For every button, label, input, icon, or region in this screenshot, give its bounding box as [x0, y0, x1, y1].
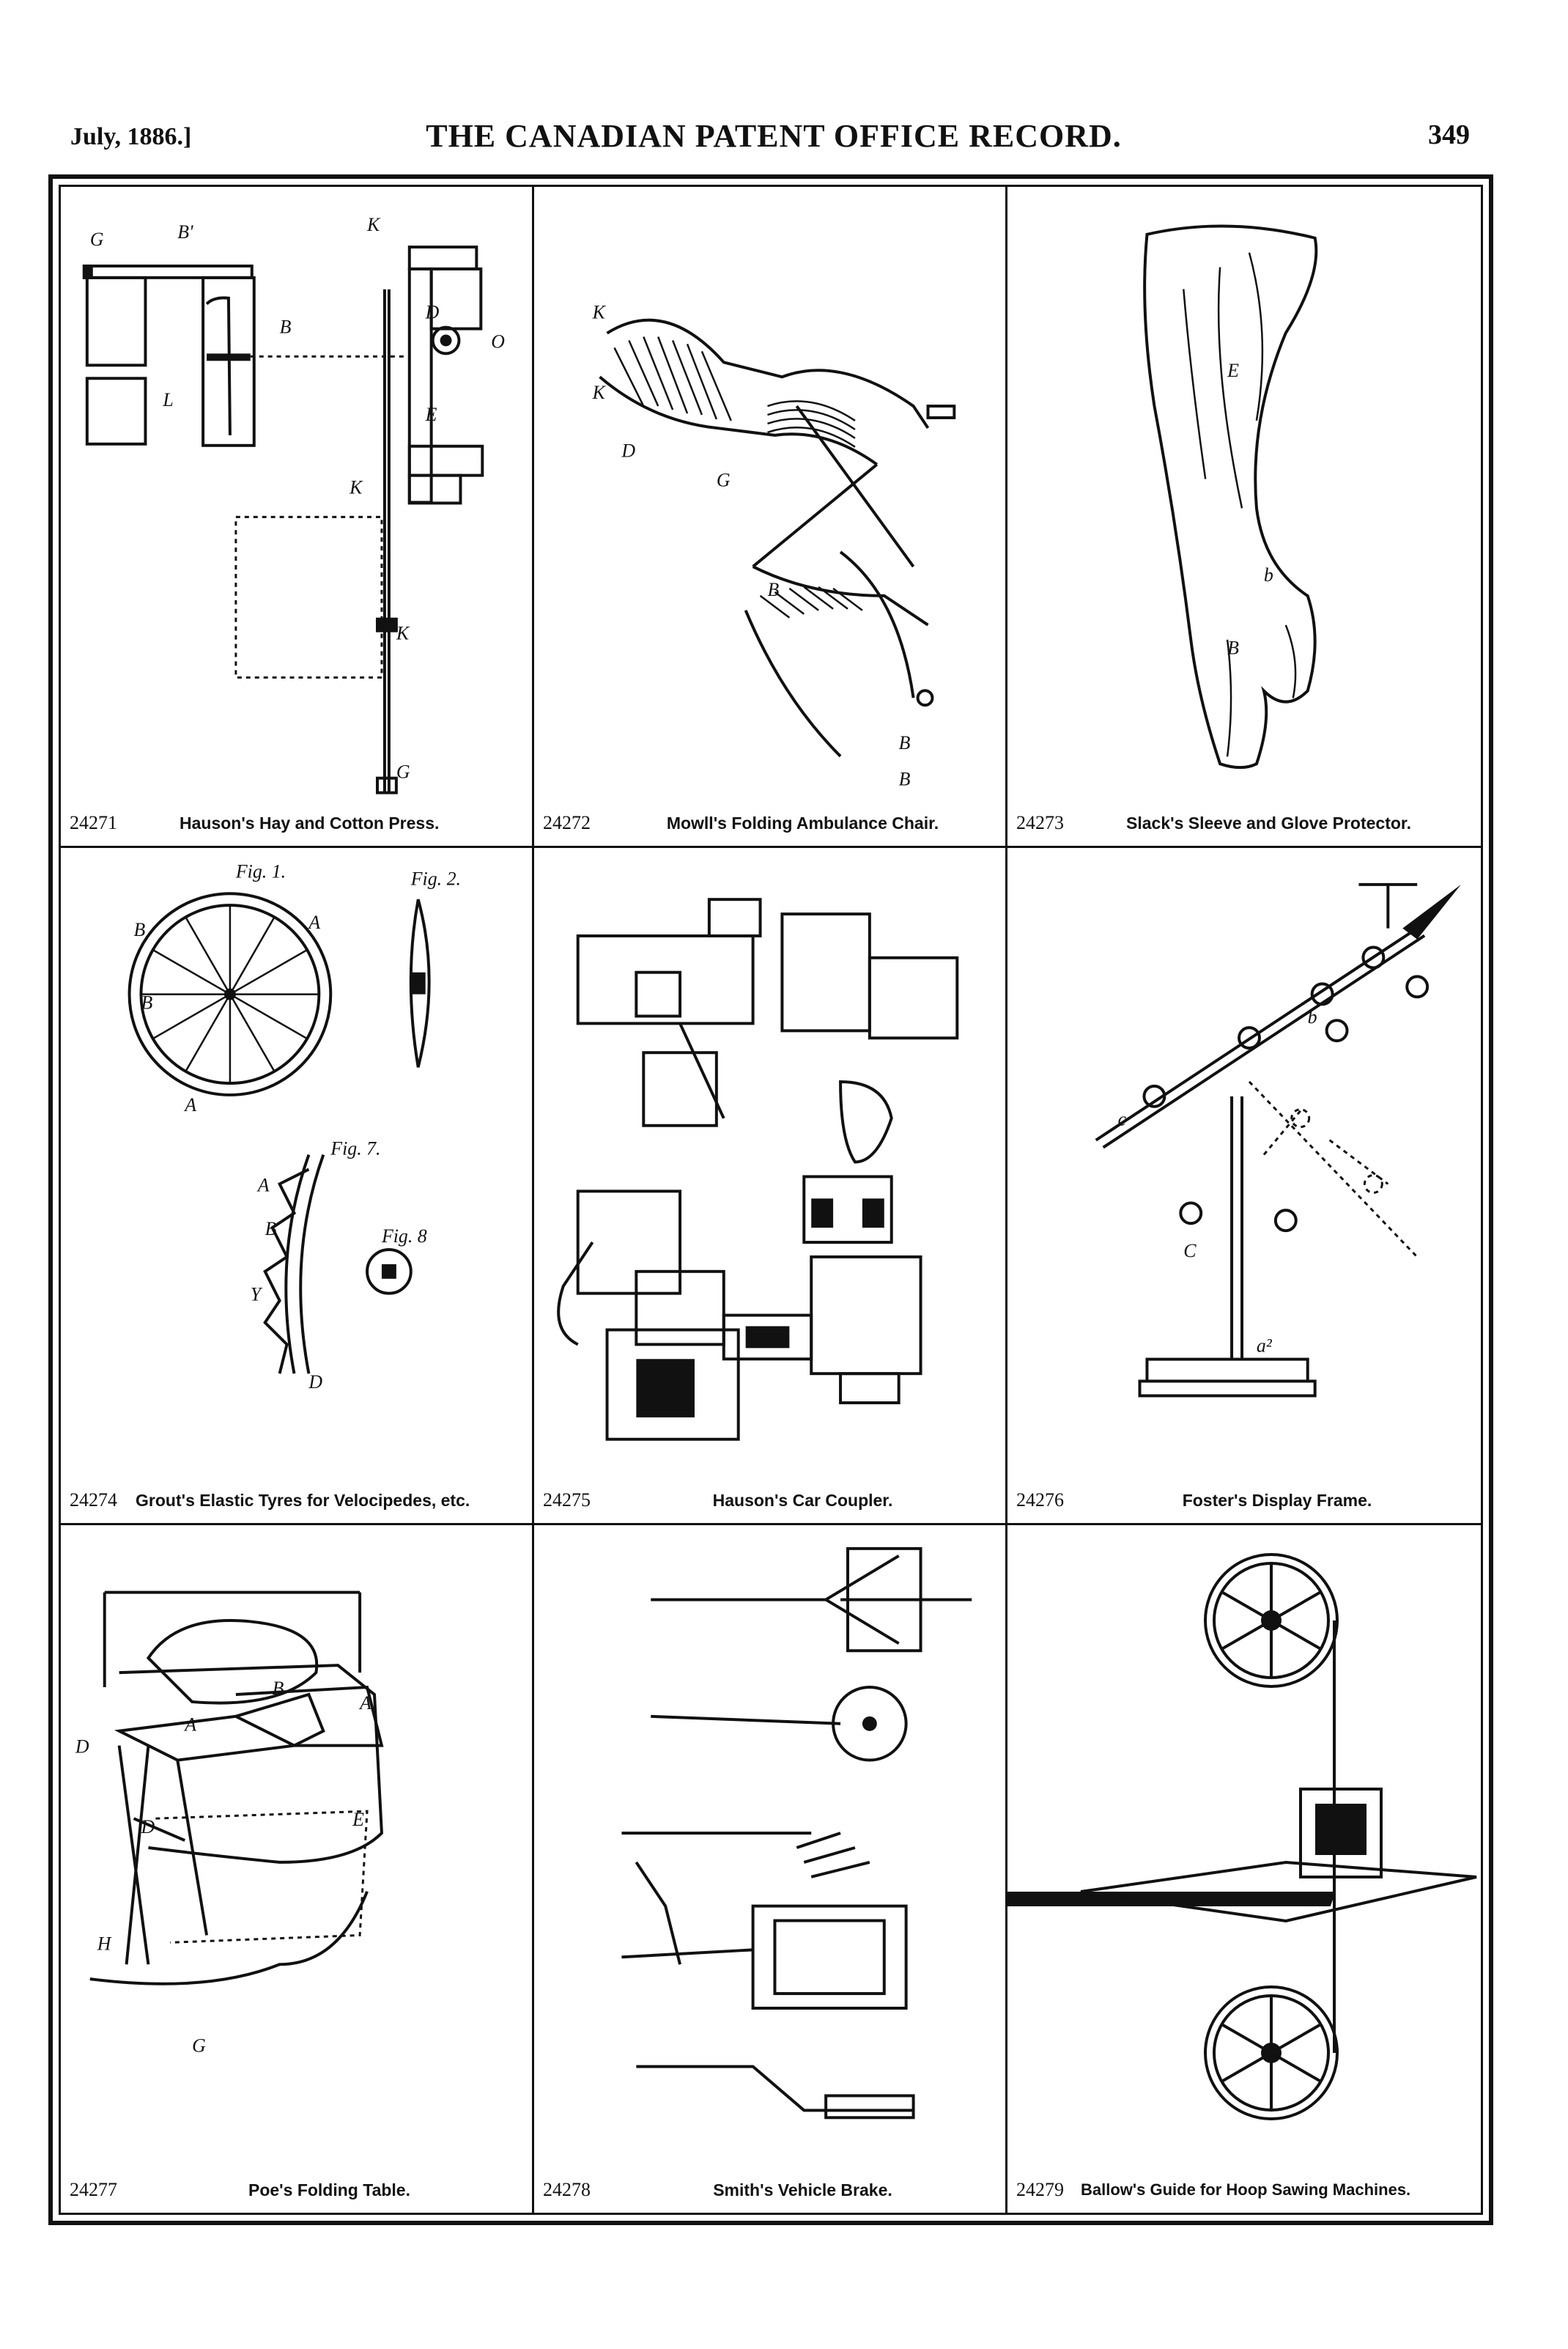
svg-text:G: G — [396, 762, 410, 783]
caption-24275: 24275 Hauson's Car Coupler. — [543, 1486, 996, 1513]
svg-text:A: A — [256, 1174, 270, 1195]
patent-title: Ballow's Guide for Hoop Sawing Machines. — [1081, 2180, 1411, 2199]
caption-24276: 24276 Foster's Display Frame. — [1016, 1486, 1472, 1513]
svg-text:B: B — [899, 732, 911, 753]
inner-frame — [59, 185, 1483, 2215]
elastic-tyres-drawing: Fig. 1. Fig. 2. — [61, 848, 532, 1479]
svg-text:C: C — [1183, 1240, 1197, 1261]
patent-number: 24277 — [70, 2179, 117, 2200]
svg-text:D: D — [308, 1371, 322, 1393]
svg-text:O: O — [491, 331, 505, 352]
sleeve-protector-drawing: E b B — [1007, 187, 1481, 802]
patent-cell-24271: G B' K B D O E K K G L 24271 Hauson's Ha… — [61, 187, 534, 848]
svg-text:B: B — [280, 317, 292, 338]
svg-text:B': B' — [177, 221, 193, 243]
patent-title: Mowll's Folding Ambulance Chair. — [666, 814, 939, 833]
patent-number: 24272 — [543, 812, 591, 833]
svg-text:A: A — [183, 1094, 196, 1116]
svg-text:K: K — [366, 214, 381, 235]
patent-number: 24274 — [70, 1489, 117, 1511]
patent-title: Poe's Folding Table. — [248, 2180, 410, 2199]
caption-24271: 24271 Hauson's Hay and Cotton Press. — [70, 809, 523, 836]
fig-label: Fig. 7. — [330, 1138, 380, 1159]
patent-cell-24279: 24279 Ballow's Guide for Hoop Sawing Mac… — [1007, 1525, 1481, 2213]
page-header: July, 1886.] THE CANADIAN PATENT OFFICE … — [70, 111, 1470, 163]
fig-label: Fig. 2. — [410, 868, 461, 889]
patent-grid: G B' K B D O E K K G L 24271 Hauson's Ha… — [61, 187, 1481, 2213]
svg-text:L: L — [162, 389, 173, 410]
patent-title: Smith's Vehicle Brake. — [713, 2180, 892, 2199]
fig-label: Fig. 1. — [235, 860, 286, 882]
svg-text:B: B — [134, 919, 146, 940]
patent-title: Hauson's Hay and Cotton Press. — [180, 814, 440, 833]
svg-text:b: b — [1308, 1006, 1317, 1028]
patent-title: Hauson's Car Coupler. — [712, 1491, 893, 1510]
svg-text:B: B — [899, 769, 911, 790]
svg-text:D: D — [425, 302, 440, 323]
svg-text:K: K — [592, 302, 607, 323]
caption-24277: 24277 Poe's Folding Table. — [70, 2176, 523, 2202]
patent-title: Grout's Elastic Tyres for Velocipedes, e… — [136, 1491, 470, 1510]
caption-24274: 24274 Grout's Elastic Tyres for Velocipe… — [70, 1486, 523, 1513]
svg-text:a²: a² — [1257, 1335, 1273, 1357]
svg-text:G: G — [192, 2035, 206, 2057]
patent-cell-24275: 24275 Hauson's Car Coupler. — [534, 848, 1007, 1525]
svg-text:B: B — [141, 992, 152, 1013]
svg-text:E: E — [425, 404, 437, 425]
svg-text:G: G — [90, 229, 104, 250]
patent-number: 24276 — [1016, 1489, 1064, 1511]
patent-cell-24276: b c C a² 24276 Foster's Display Frame. — [1007, 848, 1481, 1525]
svg-text:b: b — [1264, 564, 1273, 586]
svg-text:K: K — [592, 382, 607, 403]
caption-24273: 24273 Slack's Sleeve and Glove Protector… — [1016, 809, 1472, 836]
svg-text:D: D — [75, 1736, 89, 1758]
header-date: July, 1886.] — [70, 123, 192, 150]
hay-press-drawing: G B' K B D O E K K G L — [61, 187, 532, 802]
svg-text:Y: Y — [251, 1284, 263, 1305]
car-coupler-drawing — [534, 848, 1005, 1479]
svg-text:D: D — [621, 440, 635, 462]
svg-text:B: B — [1227, 638, 1239, 659]
fig-label: Fig. 8 — [381, 1225, 427, 1247]
svg-text:c: c — [1118, 1109, 1127, 1130]
svg-text:B: B — [273, 1678, 284, 1699]
svg-text:E: E — [1227, 360, 1239, 381]
patent-number: 24271 — [70, 812, 117, 833]
patent-cell-24273: E b B 24273 Slack's Sleeve and Glove Pro… — [1007, 187, 1481, 848]
patent-cell-24274: Fig. 1. Fig. 2. — [61, 848, 534, 1525]
display-frame-drawing: b c C a² — [1007, 848, 1481, 1479]
svg-text:E: E — [352, 1809, 364, 1830]
svg-text:A': A' — [358, 1692, 376, 1714]
patent-cell-24278: 24278 Smith's Vehicle Brake. — [534, 1525, 1007, 2213]
patent-cell-24277: A B A' D D E H G 24277 Poe's Folding Tab… — [61, 1525, 534, 2213]
caption-24272: 24272 Mowll's Folding Ambulance Chair. — [543, 809, 996, 836]
page-number: 349 — [1428, 119, 1470, 150]
svg-text:H: H — [97, 1933, 112, 1954]
patent-number: 24279 — [1016, 2179, 1064, 2200]
patent-title: Foster's Display Frame. — [1182, 1491, 1372, 1510]
svg-text:K: K — [396, 623, 410, 644]
svg-text:A: A — [183, 1714, 196, 1736]
svg-text:G: G — [717, 470, 731, 491]
folding-table-drawing: A B A' D D E H G — [61, 1525, 532, 2169]
svg-text:B: B — [265, 1218, 277, 1239]
patent-number: 24275 — [543, 1489, 591, 1511]
hoop-sawing-guide-drawing — [1007, 1525, 1481, 2169]
patent-cell-24272: K K D G B B B 24272 Mowll's Folding Ambu… — [534, 187, 1007, 848]
caption-24279: 24279 Ballow's Guide for Hoop Sawing Mac… — [1016, 2176, 1472, 2202]
svg-text:K: K — [349, 477, 363, 498]
ambulance-chair-drawing: K K D G B B B — [534, 187, 1005, 802]
svg-text:D: D — [140, 1816, 155, 1837]
outer-frame — [48, 174, 1493, 2225]
patent-title: Slack's Sleeve and Glove Protector. — [1126, 814, 1411, 833]
svg-text:B: B — [768, 579, 780, 600]
header-title: THE CANADIAN PATENT OFFICE RECORD. — [426, 118, 1122, 154]
caption-24278: 24278 Smith's Vehicle Brake. — [543, 2176, 996, 2202]
vehicle-brake-drawing — [534, 1525, 1005, 2169]
svg-text:A: A — [307, 912, 320, 933]
patent-number: 24278 — [543, 2179, 591, 2200]
patent-number: 24273 — [1016, 812, 1064, 833]
